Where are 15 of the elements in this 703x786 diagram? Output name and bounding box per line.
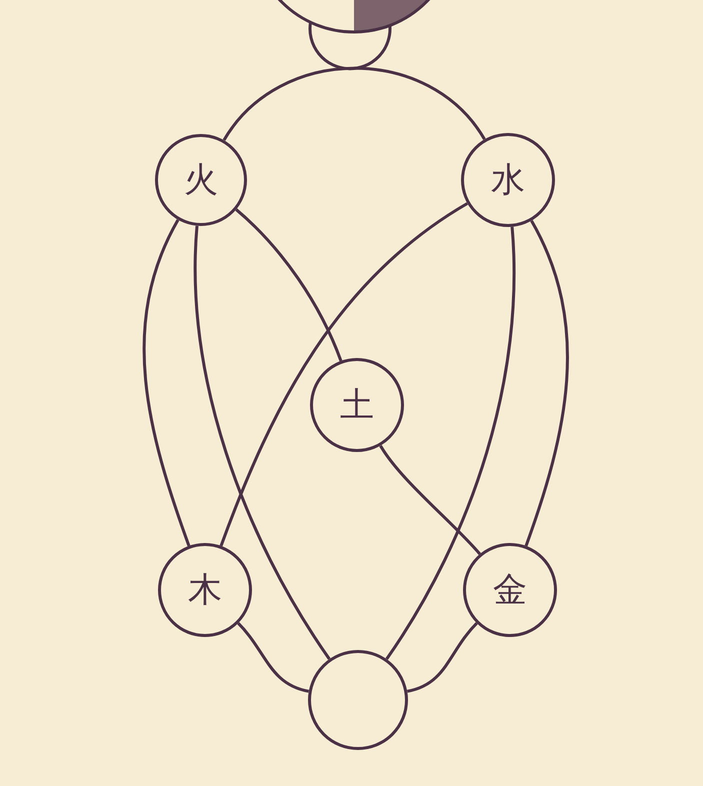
connecting-line (222, 66, 486, 142)
connecting-line (524, 220, 569, 546)
connecting-line (142, 219, 190, 546)
element-character: 金 (493, 573, 527, 607)
element-character: 火 (184, 163, 218, 197)
connecting-line (220, 202, 468, 546)
connecting-line (237, 622, 310, 693)
element-character: 木 (188, 573, 222, 607)
connecting-line (235, 208, 342, 362)
connecting-line (379, 444, 481, 555)
connecting-line (385, 226, 516, 660)
connecting-line (194, 226, 331, 660)
connecting-line (406, 622, 478, 693)
element-character: 水 (491, 163, 525, 197)
element-character: 土 (340, 388, 374, 422)
